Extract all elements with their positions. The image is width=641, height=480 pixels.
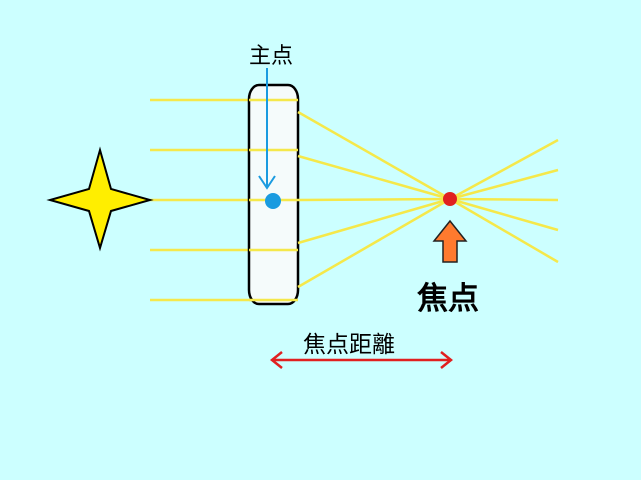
- diverging-ray: [449, 197, 559, 264]
- refracted-ray: [297, 197, 451, 289]
- focal-point-label: 焦点: [417, 281, 479, 317]
- refracted-ray: [297, 154, 451, 201]
- focal-length-label: 焦点距離: [303, 332, 395, 358]
- diverging-ray: [449, 197, 559, 232]
- diverging-ray: [449, 168, 559, 201]
- principal-point-label: 主点: [249, 44, 294, 69]
- refracted-rays: [297, 110, 451, 289]
- rays-through-lens: [249, 98, 298, 302]
- principal-point-dot: [265, 193, 281, 209]
- diverging-ray: [449, 138, 559, 201]
- refracted-ray: [297, 110, 451, 201]
- diverging-rays: [449, 138, 559, 264]
- refracted-ray: [297, 197, 451, 202]
- incoming-rays: [150, 98, 252, 302]
- focal-point-dot: [443, 192, 457, 206]
- refracted-ray: [297, 197, 451, 245]
- focal-length-arrow: [269, 351, 454, 369]
- focal-point-arrow-icon: [432, 219, 468, 263]
- diverging-ray: [449, 197, 559, 202]
- principal-point-arrowhead: [258, 175, 276, 190]
- star-icon: [46, 146, 154, 252]
